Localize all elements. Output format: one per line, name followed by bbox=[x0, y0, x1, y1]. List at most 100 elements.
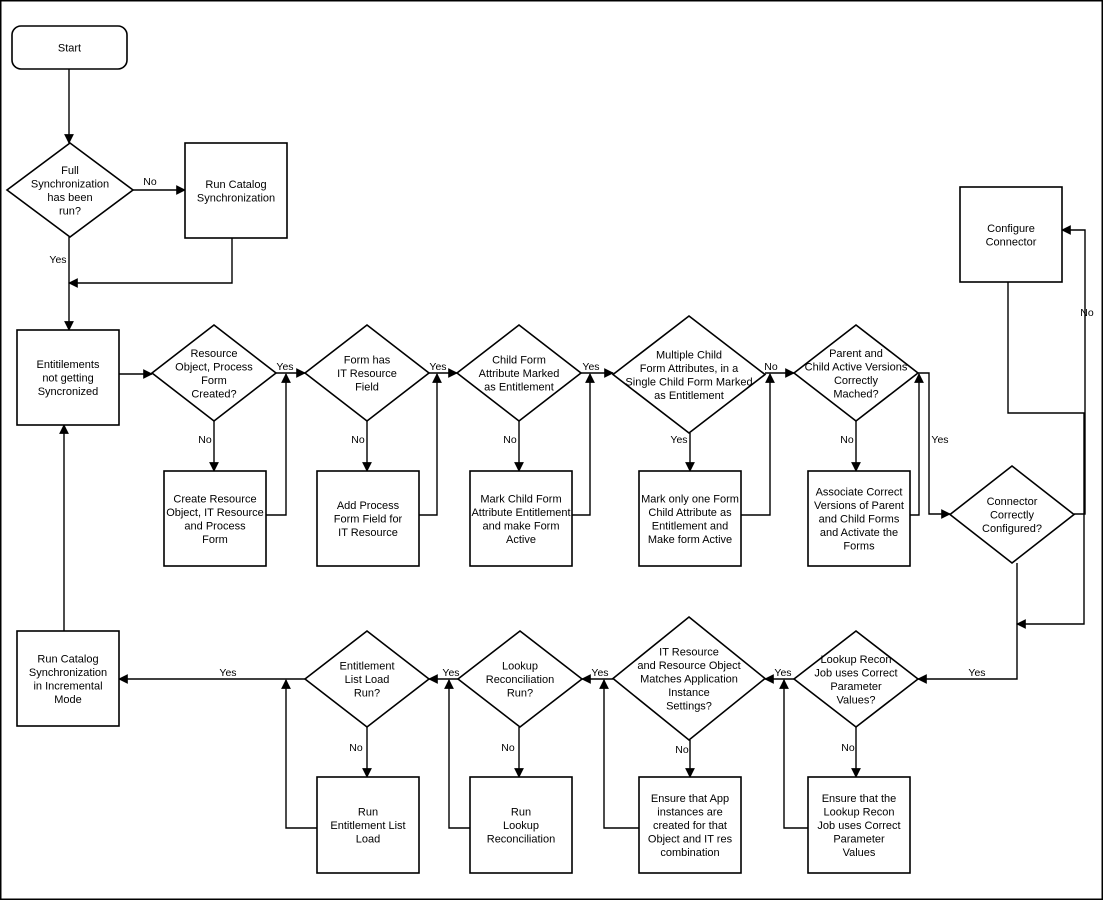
node-text-line: Job uses Correct bbox=[817, 820, 900, 832]
process-box bbox=[469, 776, 573, 874]
edge-ensure-lookup-return bbox=[779, 679, 808, 829]
node-text-line: Created? bbox=[191, 388, 236, 400]
node-text-line: Entitlement List bbox=[330, 820, 405, 832]
edge-configure-return bbox=[1007, 282, 1085, 629]
decision-diamond bbox=[456, 629, 584, 729]
node-text-line: in Incremental bbox=[33, 680, 102, 692]
edge-label-no: No bbox=[675, 744, 689, 756]
node-text-line: Configured? bbox=[982, 523, 1042, 535]
node-text-line: Lookup bbox=[503, 820, 539, 832]
edge-connector-yes bbox=[917, 563, 1018, 684]
edge-label-yes: Yes bbox=[670, 434, 687, 446]
node-text-line: not getting bbox=[42, 373, 93, 385]
node-text-line: Correctly bbox=[834, 375, 879, 387]
node-text-line: Make form Active bbox=[648, 534, 732, 546]
node-text-line: Ensure that the bbox=[822, 793, 897, 805]
decision-diamond bbox=[303, 629, 431, 729]
edge-connector-no bbox=[1061, 225, 1086, 515]
node-text-line: IT Resource bbox=[337, 368, 397, 380]
node-text-line: Mode bbox=[54, 694, 82, 706]
process-box bbox=[16, 630, 120, 727]
edge-label-no: No bbox=[349, 742, 363, 754]
edge-label-yes: Yes bbox=[968, 667, 985, 679]
node-text-line: Run Catalog bbox=[37, 653, 98, 665]
process-box bbox=[638, 776, 742, 874]
node-text-line: Run Catalog bbox=[205, 179, 266, 191]
process-box bbox=[316, 470, 420, 567]
edge-label-yes: Yes bbox=[774, 667, 791, 679]
node-text-line: Multiple Child bbox=[656, 349, 722, 361]
node-start: Start bbox=[11, 25, 128, 70]
node-text-line: Reconciliation bbox=[486, 674, 554, 686]
node-text-line: IT Resource bbox=[659, 647, 719, 659]
edge-label-yes: Yes bbox=[276, 361, 293, 373]
node-text-line: Settings? bbox=[666, 701, 712, 713]
node-text-line: Add Process bbox=[337, 500, 400, 512]
node-text-line: Configure bbox=[987, 223, 1035, 235]
node-text-line: Lookup Recon bbox=[821, 654, 892, 666]
process-box bbox=[16, 329, 120, 426]
edge-label-yes: Yes bbox=[582, 361, 599, 373]
process-box bbox=[184, 142, 288, 239]
node-text-line: Parameter bbox=[830, 681, 882, 693]
node-text-line: Correctly bbox=[990, 510, 1035, 522]
node-text-line: Mark Child Form bbox=[480, 493, 561, 505]
edge-label-no: No bbox=[198, 434, 212, 446]
node-text-line: Form bbox=[201, 375, 227, 387]
process-box bbox=[316, 776, 420, 874]
edge-label-yes: Yes bbox=[442, 667, 459, 679]
edge-label-yes: Yes bbox=[931, 434, 948, 446]
node-text-line: Child Active Versions bbox=[805, 361, 908, 373]
node-text-line: Lookup Recon bbox=[824, 807, 895, 819]
node-text-line: Syncronized bbox=[38, 386, 99, 398]
edge-label-no: No bbox=[501, 742, 515, 754]
node-text-line: Object, IT Resource bbox=[166, 507, 264, 519]
node-text-line: Values bbox=[843, 847, 876, 859]
node-text-line: IT Resource bbox=[338, 527, 398, 539]
node-text-line: Entitilements bbox=[37, 359, 100, 371]
decision-diamond bbox=[455, 323, 583, 423]
decision-diamond bbox=[5, 142, 135, 238]
decision-diamond bbox=[611, 314, 767, 435]
edge-label-yes: Yes bbox=[219, 667, 236, 679]
edge-add-field-return bbox=[419, 373, 442, 516]
node-text-line: Full bbox=[61, 165, 79, 177]
edge-create-resource-return bbox=[266, 373, 291, 516]
edge-associate-return bbox=[910, 373, 924, 516]
node-text-line: Instance bbox=[668, 687, 710, 699]
node-text-line: Load bbox=[356, 834, 380, 846]
node-text-line: created for that bbox=[653, 820, 727, 832]
edge-label-no: No bbox=[1080, 307, 1094, 319]
node-text-line: Field bbox=[355, 382, 379, 394]
process-box bbox=[959, 186, 1063, 283]
node-text-line: Synchronization bbox=[197, 192, 275, 204]
node-text-line: Reconciliation bbox=[487, 834, 555, 846]
node-text-line: Child Form bbox=[492, 355, 546, 367]
node-text-line: Active bbox=[506, 534, 536, 546]
node-text-line: Job uses Correct bbox=[814, 667, 897, 679]
node-text-line: Ensure that App bbox=[651, 793, 729, 805]
node-text-line: and Activate the bbox=[820, 527, 898, 539]
